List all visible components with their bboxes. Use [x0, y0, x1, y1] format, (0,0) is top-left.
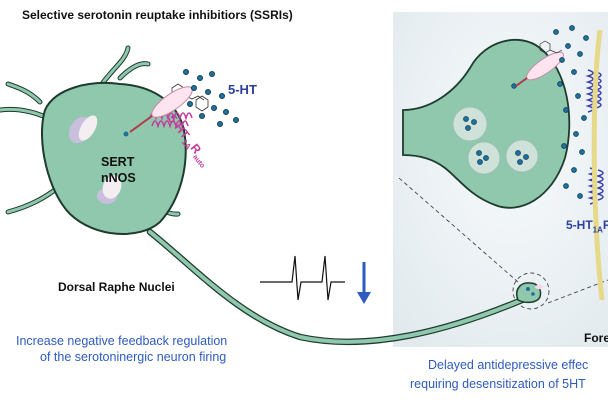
- serotonin-label: 5-HT: [228, 82, 257, 97]
- right-effect-line1: Delayed antidepressive effec: [428, 358, 589, 372]
- ssri-molecule-icon: [539, 40, 563, 54]
- diagram-title: Selective serotonin reuptake inhibitiors…: [22, 8, 293, 22]
- right-effect-line2: requiring desensitization of 5HT: [410, 377, 586, 391]
- left-effect-line1: Increase negative feedback regulation: [16, 334, 228, 348]
- heteroreceptor-name: 5-HT: [566, 218, 593, 232]
- forebrain-label: Fore: [584, 331, 608, 345]
- heteroreceptor-r: R: [602, 218, 608, 232]
- dorsal-raphe-label: Dorsal Raphe Nuclei: [58, 280, 175, 294]
- serotonin-dots-left: [182, 69, 239, 128]
- nnos-label: nNOS: [101, 171, 136, 185]
- action-potential-trace-icon: [260, 255, 345, 301]
- magnification-lines: [398, 177, 608, 310]
- syringe-icon: [515, 51, 564, 87]
- postsynaptic-membrane: [591, 29, 605, 301]
- heteroreceptor-label: 5-HT1AR: [566, 218, 608, 234]
- sert-nnos-label: SERT nNOS: [101, 154, 136, 186]
- axon-terminal: [516, 282, 543, 304]
- sert-label: SERT: [101, 155, 135, 169]
- left-effect-line2: of the serotoninergic neuron firing: [40, 350, 227, 364]
- soma-vesicles: [68, 115, 122, 204]
- serotonin-dots-right: [553, 25, 589, 199]
- heteroreceptor-subscript: 1A: [592, 225, 603, 235]
- terminal-vesicles: [452, 83, 539, 175]
- syringe-icon: [123, 86, 193, 137]
- decrease-arrow-icon: [357, 262, 371, 304]
